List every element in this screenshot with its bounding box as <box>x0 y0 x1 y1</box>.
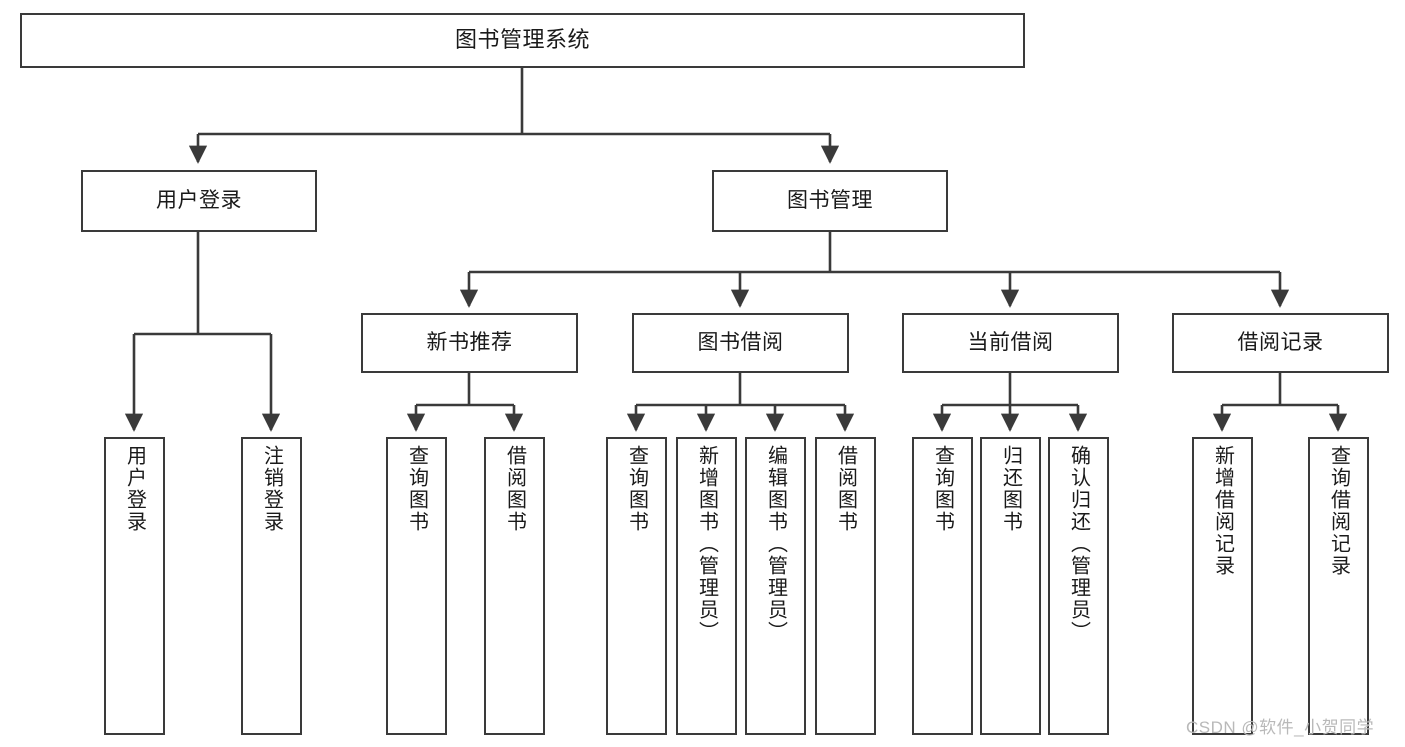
node-new-book-recommend[interactable]: 新书推荐 <box>361 313 578 373</box>
node-label: 图书管理 <box>787 189 873 213</box>
leaf-edit-book-admin[interactable]: 编辑图书（管理员） <box>745 437 806 735</box>
leaf-return-book[interactable]: 归还图书 <box>980 437 1041 735</box>
node-label: 图书借阅 <box>697 331 784 355</box>
node-label: 图书管理系统 <box>454 27 590 53</box>
leaf-borrow-book-new[interactable]: 借阅图书 <box>484 437 545 735</box>
watermark-text: CSDN @软件_小贺同学 <box>1186 718 1375 737</box>
leaf-query-borrow-record[interactable]: 查询借阅记录 <box>1308 437 1369 735</box>
node-root-system[interactable]: 图书管理系统 <box>20 13 1025 68</box>
leaf-add-book-admin[interactable]: 新增图书（管理员） <box>676 437 737 735</box>
node-label: 编辑图书（管理员） <box>764 445 787 643</box>
leaf-query-book-new[interactable]: 查询图书 <box>386 437 447 735</box>
leaf-query-book-current[interactable]: 查询图书 <box>912 437 973 735</box>
leaf-add-borrow-record[interactable]: 新增借阅记录 <box>1192 437 1253 735</box>
node-label: 确认归还（管理员） <box>1067 445 1090 643</box>
node-label: 查询图书 <box>931 445 954 533</box>
node-label: 归还图书 <box>999 445 1022 533</box>
node-label: 注销登录 <box>260 445 283 533</box>
leaf-user-logout[interactable]: 注销登录 <box>241 437 302 735</box>
node-book-borrow[interactable]: 图书借阅 <box>632 313 849 373</box>
node-label: 当前借阅 <box>967 331 1054 355</box>
node-label: 查询借阅记录 <box>1327 445 1350 577</box>
node-borrow-record[interactable]: 借阅记录 <box>1172 313 1389 373</box>
node-label: 用户登录 <box>156 189 242 213</box>
leaf-user-login[interactable]: 用户登录 <box>104 437 165 735</box>
node-label: 新增借阅记录 <box>1211 445 1234 577</box>
node-label: 新增图书（管理员） <box>695 445 718 643</box>
node-book-management[interactable]: 图书管理 <box>712 170 948 232</box>
node-label: 新书推荐 <box>426 331 513 355</box>
node-label: 用户登录 <box>123 445 146 533</box>
node-user-login[interactable]: 用户登录 <box>81 170 317 232</box>
leaf-query-book[interactable]: 查询图书 <box>606 437 667 735</box>
node-label: 借阅图书 <box>834 445 857 533</box>
node-current-borrow[interactable]: 当前借阅 <box>902 313 1119 373</box>
leaf-borrow-book[interactable]: 借阅图书 <box>815 437 876 735</box>
node-label: 查询图书 <box>625 445 648 533</box>
node-label: 查询图书 <box>405 445 428 533</box>
node-label: 借阅记录 <box>1237 331 1324 355</box>
leaf-confirm-return-admin[interactable]: 确认归还（管理员） <box>1048 437 1109 735</box>
node-label: 借阅图书 <box>503 445 526 533</box>
